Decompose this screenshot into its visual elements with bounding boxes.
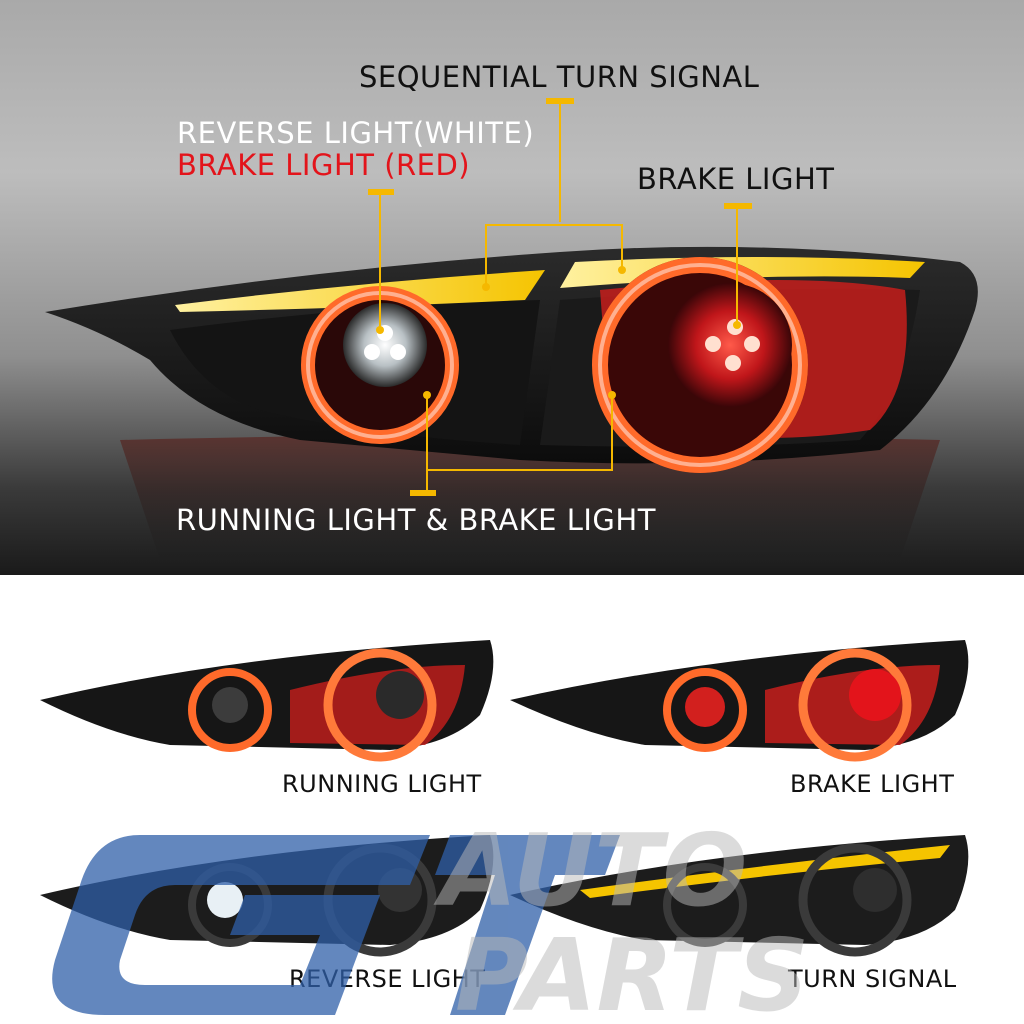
label-variant-running-light: RUNNING LIGHT: [282, 770, 482, 798]
variant-brake-light-image: [510, 625, 980, 765]
variant-turn-signal-image: [510, 820, 980, 960]
hero-panel: SEQUENTIAL TURN SIGNAL REVERSE LIGHT(WHI…: [0, 0, 1024, 575]
tail-light-hero-illustration: [45, 98, 978, 560]
label-variant-reverse-light: REVERSE LIGHT: [289, 965, 486, 993]
label-brake-light: BRAKE LIGHT: [637, 162, 835, 196]
variant-reverse-light-image: [30, 820, 500, 960]
label-brake-light-red: BRAKE LIGHT (RED): [177, 148, 471, 182]
label-reverse-light-white: REVERSE LIGHT(WHITE): [177, 116, 535, 150]
label-variant-turn-signal: TURN SIGNAL: [788, 965, 957, 993]
label-sequential-turn-signal: SEQUENTIAL TURN SIGNAL: [359, 60, 760, 94]
label-variant-brake-light: BRAKE LIGHT: [790, 770, 955, 798]
label-running-and-brake-light: RUNNING LIGHT & BRAKE LIGHT: [176, 503, 656, 537]
variant-running-light-image: [30, 625, 500, 765]
